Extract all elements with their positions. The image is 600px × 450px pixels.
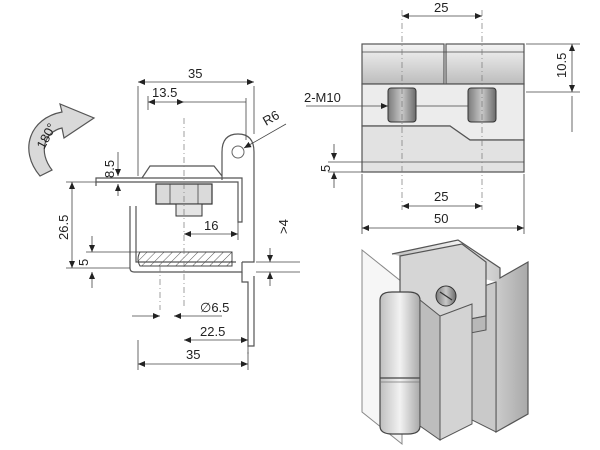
nut [155,183,213,217]
dim-bottom-35: 35 [186,347,200,362]
dim-top-25: 25 [434,0,448,15]
dim-r6: R6 [260,107,282,128]
thread-label: 2-M10 [304,90,341,105]
isometric-view [361,239,529,446]
left-view-part [95,118,255,347]
dim-16: 16 [204,218,218,233]
rotation-arrow-icon [28,102,96,177]
dim-26-5: 26.5 [56,215,71,240]
right-view-part [361,10,525,210]
dim-13-5: 13.5 [152,85,177,100]
dim-10-5: 10.5 [554,53,569,78]
dim-gt4: >4 [276,219,291,234]
dim-bottom-25: 25 [434,189,448,204]
dim-top-35: 35 [188,66,202,81]
dim-right-5: 5 [318,165,333,172]
dim-diameter-6-5: ∅6.5 [200,300,229,315]
dim-22-5: 22.5 [200,324,225,339]
left-view-dimensions: 35 13.5 R6 8.5 26.5 5 16 >4 [56,66,300,370]
dim-8-5: 8.5 [102,160,117,178]
right-view-dimensions: 25 10.5 2-M10 5 25 50 [304,0,580,234]
dim-left-5: 5 [76,259,91,266]
dim-bottom-50: 50 [434,211,448,226]
